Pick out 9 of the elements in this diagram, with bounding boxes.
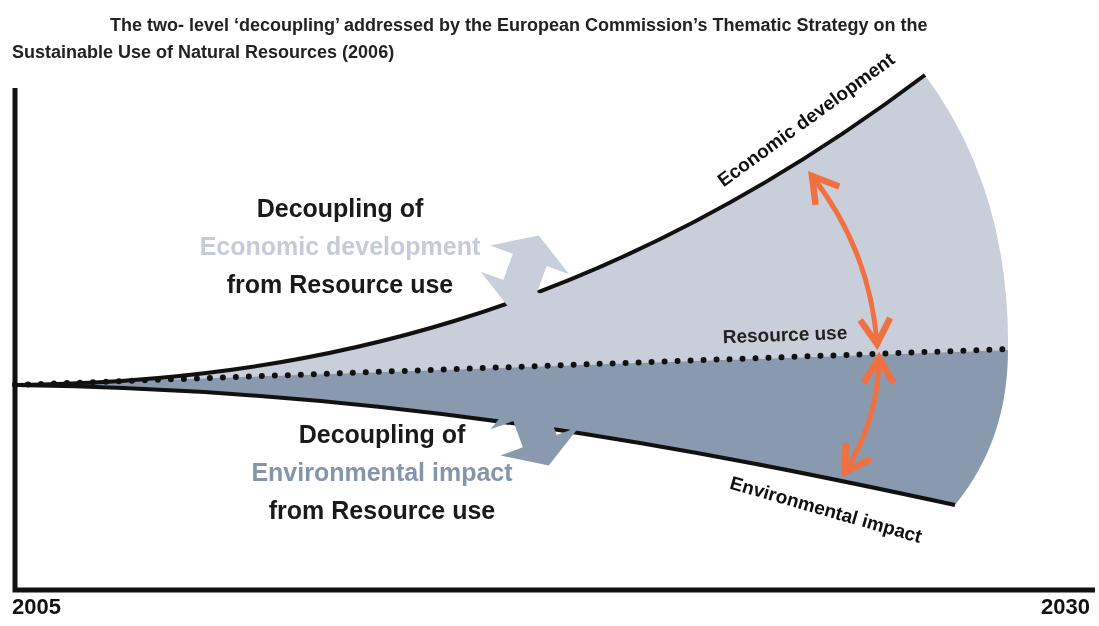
axis-label: 2005 bbox=[12, 596, 62, 618]
axis-label: 2030 bbox=[1040, 596, 1090, 618]
heading-text: from Resource use bbox=[267, 498, 497, 523]
heading-text: Decoupling of bbox=[297, 422, 467, 447]
curve-label: Resource use bbox=[721, 322, 849, 347]
heading-text: Economic development bbox=[198, 234, 482, 259]
heading-text: Environmental impact bbox=[250, 460, 514, 485]
heading-text: from Resource use bbox=[225, 272, 455, 297]
heading-text: Decoupling of bbox=[255, 196, 425, 221]
